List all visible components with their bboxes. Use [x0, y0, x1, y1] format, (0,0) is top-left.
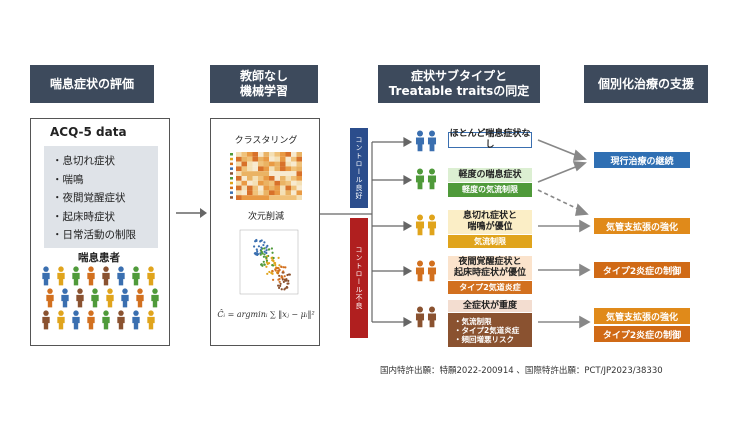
arrow-1-icon: [176, 208, 207, 218]
symptom-list: ・息切れ症状 ・喘鳴 ・夜間覚醒症状 ・起床時症状 ・日常活動の制限: [44, 146, 158, 248]
control-good-bar: コントロール良好: [350, 128, 368, 208]
symptom-item: ・喘鳴: [52, 173, 84, 186]
subtype-feature: タイプ2気道炎症: [448, 281, 532, 294]
header-treatment: 個別化治療の支援: [584, 65, 708, 103]
control-poor-bar: コントロール不良: [350, 218, 368, 338]
subtype-title: 軽度の喘息症状: [448, 168, 532, 182]
treatment-type2-control: タイプ2炎症の制御: [594, 262, 690, 278]
treatment-bronchodilation-2: 気管支拡張の強化: [594, 308, 690, 324]
acq-title: ACQ-5 data: [50, 125, 127, 139]
patients-crowd-icon: [42, 266, 159, 330]
subtype-title: 全症状が重度: [448, 300, 532, 312]
treatment-type2-control-2: タイプ2炎症の制御: [594, 326, 690, 342]
kmeans-formula: Ĉᵢ = argminᵢ ∑ ‖xⱼ − μᵢ‖²: [217, 310, 315, 319]
heatmap-icon: [230, 152, 302, 200]
treatment-bronchodilation: 気管支拡張の強化: [594, 218, 690, 234]
header-ml: 教師なし 機械学習: [210, 65, 318, 103]
symptom-item: ・起床時症状: [52, 210, 115, 223]
header-subtypes: 症状サブタイプと Treatable traitsの同定: [378, 65, 540, 103]
connector-lines: [320, 136, 413, 328]
subtype-feature: 軽度の気流制限: [448, 183, 532, 197]
subtype-feature: ・気流制限 ・タイプ2気道炎症 ・頻回増悪リスク: [448, 313, 532, 347]
treatment-arrows: [537, 139, 591, 329]
symptom-item: ・息切れ症状: [52, 155, 115, 167]
symptom-item: ・日常活動の制限: [52, 229, 136, 241]
patent-note: 国内特許出願：特願2022-200914 、国際特許出願：PCT/JP2023/…: [380, 366, 663, 376]
subtype-title: 夜間覚醒症状と 起床時症状が優位: [448, 256, 532, 280]
patients-label: 喘息患者: [78, 252, 120, 264]
symptom-item: ・夜間覚醒症状: [52, 192, 126, 204]
clustering-label: クラスタリング: [234, 135, 298, 146]
treatment-continue: 現行治療の継続: [594, 152, 690, 168]
subtype-title: 息切れ症状と 喘鳴が優位: [448, 210, 532, 234]
dimred-label: 次元削減: [247, 211, 284, 222]
subtype-feature: 気流制限: [448, 235, 532, 248]
scatter-plot-icon: [239, 229, 299, 295]
header-assessment: 喘息症状の評価: [30, 65, 154, 103]
subtype-persons-icon: [415, 130, 437, 328]
subtype-title: ほとんど喘息症状なし: [448, 129, 532, 150]
